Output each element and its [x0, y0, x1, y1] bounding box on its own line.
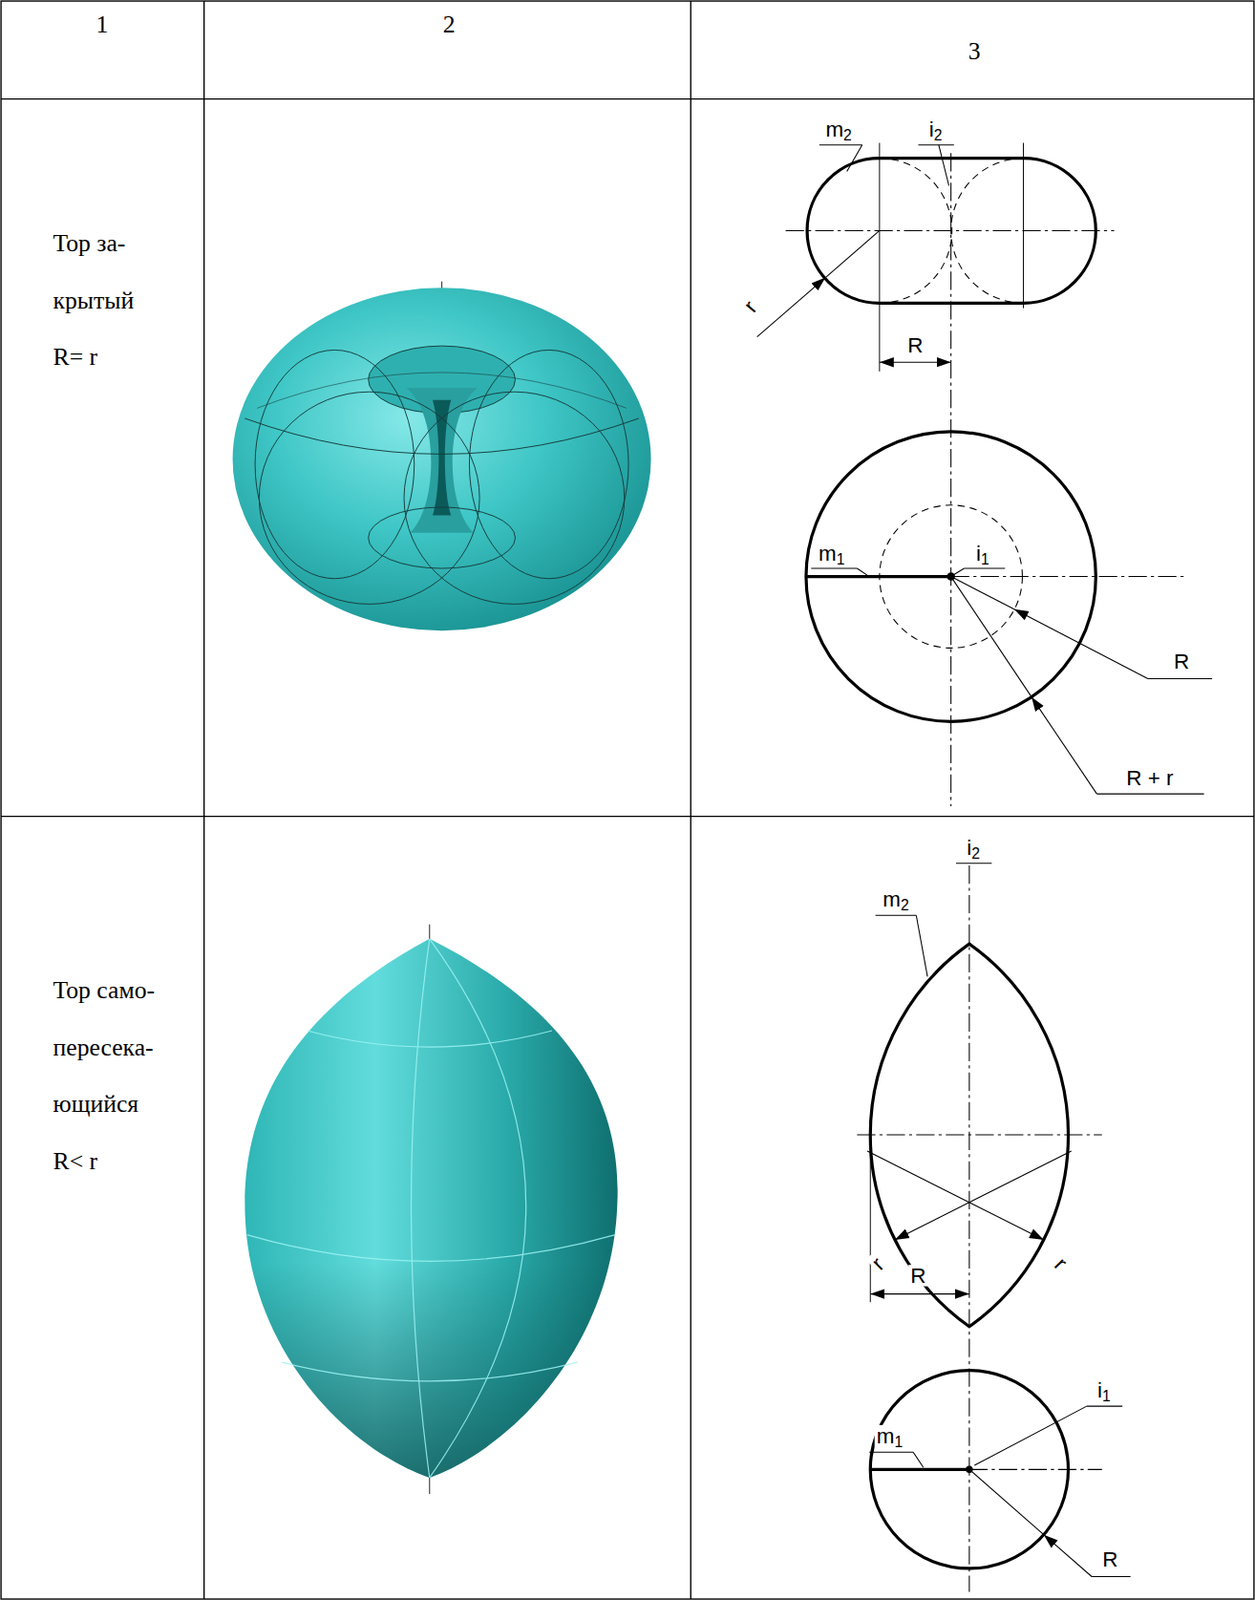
line-shape [938, 145, 950, 187]
path-shape [951, 158, 1024, 304]
column-number: 3 [968, 39, 981, 64]
axis-label: i1 [974, 542, 992, 564]
column-number: 1 [95, 12, 108, 38]
line-shape [951, 575, 1185, 577]
torus-condition: R< r [53, 1132, 192, 1191]
path-shape [244, 418, 639, 454]
line-shape [806, 574, 952, 578]
line-shape [964, 568, 1006, 570]
line-shape [1022, 143, 1024, 309]
meridian-label: m2 [880, 888, 912, 910]
dimension-label: R + r [1124, 766, 1176, 788]
path-shape [281, 1361, 578, 1382]
path-shape [807, 158, 1096, 304]
dimension-label: R [905, 334, 925, 356]
axis-label: i2 [927, 117, 945, 139]
line-shape [203, 0, 205, 1599]
line-shape [956, 862, 992, 864]
line-shape [810, 568, 857, 570]
line-shape [1096, 793, 1204, 795]
radius-label: r [1049, 1251, 1073, 1275]
line-shape [1014, 609, 1149, 680]
meridian-label: m2 [823, 117, 854, 139]
line-shape [894, 1150, 1072, 1240]
line-shape [869, 1451, 914, 1453]
line-shape [757, 277, 827, 338]
closed-torus-projections [757, 143, 1213, 807]
line-shape [1043, 1534, 1092, 1577]
line-shape [878, 143, 880, 372]
path-shape [429, 938, 527, 1478]
line-shape [969, 1468, 1044, 1534]
path-shape [879, 158, 953, 304]
g-shape [244, 349, 639, 604]
line-shape [0, 98, 1255, 100]
line-shape [974, 1405, 1087, 1466]
path-shape [411, 938, 430, 1478]
meridian-label: m1 [816, 542, 848, 564]
axis-label: i1 [1095, 1379, 1113, 1401]
g-shape [247, 938, 617, 1478]
radius-label: r [738, 295, 763, 318]
dimension-label: R [1100, 1548, 1120, 1570]
dimension-label: R [1171, 650, 1192, 672]
line-shape [786, 230, 1115, 232]
line-shape [951, 576, 1032, 698]
line-shape [913, 1451, 924, 1468]
line-shape [915, 914, 928, 977]
torus-name: Тор за- крытый [53, 213, 192, 329]
line-shape [951, 576, 1015, 610]
path-shape [256, 372, 627, 408]
line-shape [870, 1293, 970, 1295]
path-shape [244, 938, 617, 1478]
path-shape [870, 943, 1068, 1327]
meridian-label: m1 [874, 1425, 906, 1447]
line-shape [0, 815, 1255, 817]
path-shape [244, 938, 617, 1478]
line-shape [1031, 697, 1097, 794]
line-shape [819, 144, 863, 146]
line-shape [690, 0, 692, 1599]
spindle-torus-projections [856, 863, 1130, 1593]
line-shape [856, 568, 870, 577]
line-shape [825, 230, 880, 277]
torus-condition: R= r [53, 328, 192, 386]
spindle-torus-render [244, 924, 617, 1494]
line-shape [917, 144, 954, 146]
closed-torus-render [233, 281, 652, 631]
torus-name: Тор само- пересека- ющийся [53, 960, 192, 1132]
line-shape [867, 1150, 1044, 1240]
line-shape [879, 361, 952, 363]
line-shape [847, 145, 863, 172]
path-shape [432, 400, 451, 516]
line-shape [969, 1468, 1103, 1470]
path-shape [405, 387, 478, 533]
line-shape [875, 914, 917, 916]
ellipse-shape [368, 507, 516, 569]
column-number: 2 [443, 12, 456, 38]
path-shape [247, 1234, 617, 1262]
line-shape [954, 568, 965, 575]
dimension-label: R [908, 1264, 928, 1286]
line-shape [1148, 678, 1213, 680]
line-shape [1091, 1575, 1131, 1577]
line-shape [856, 1133, 1102, 1135]
line-shape [870, 1134, 872, 1302]
ellipse-shape [468, 349, 629, 578]
ellipse-shape [255, 349, 415, 578]
line-shape [1086, 1405, 1123, 1407]
axis-label: i2 [964, 835, 982, 857]
ellipse-shape [258, 391, 480, 604]
radius-label: r [866, 1251, 890, 1275]
ellipse-shape [404, 391, 625, 604]
path-shape [307, 1030, 553, 1047]
line-shape [870, 1467, 970, 1471]
ellipse-shape [233, 287, 652, 631]
line-shape [950, 152, 952, 807]
line-shape [968, 865, 970, 1593]
